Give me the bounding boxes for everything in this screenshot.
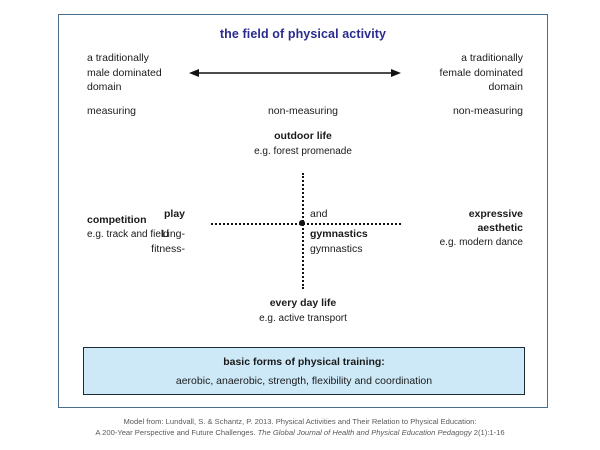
diagram-frame: the field of physical activity a traditi… [58, 14, 548, 408]
quadrant-top-left-label: play [163, 208, 185, 220]
basic-forms-title: basic forms of physical training: [223, 355, 385, 368]
quadrant-bottom-left-line-2: fitness- [151, 243, 185, 255]
outdoor-life-node: outdoor life e.g. forest promenade [59, 129, 547, 159]
citation-line-2: A 200-Year Perspective and Future Challe… [0, 428, 600, 439]
quadrant-bottom-right-line-1: gymnastics [310, 228, 368, 240]
citation-line-1: Model from: Lundvall, S. & Schantz, P. 2… [123, 417, 477, 426]
vertical-dotted-axis [302, 173, 304, 289]
left-domain-line-1: a traditionally [87, 52, 149, 64]
quadrant-bottom-right-label: gymnastics gymnastics [310, 227, 368, 257]
expressive-example: e.g. modern dance [439, 237, 523, 248]
expressive-label-line-2: aesthetic [477, 222, 523, 234]
outdoor-life-example: e.g. forest promenade [254, 146, 352, 157]
basic-forms-box: basic forms of physical training: aerobi… [83, 347, 525, 395]
page-title: the field of physical activity [219, 27, 387, 41]
citation-line-2-prefix: A 200-Year Perspective and Future Challe… [95, 427, 258, 437]
measuring-right-label: non-measuring [452, 105, 523, 117]
competition-label: competition [87, 214, 147, 226]
competition-node: competition e.g. track and field [87, 213, 169, 242]
right-domain-line-3: domain [488, 81, 523, 93]
expressive-label-line-1: expressive [468, 208, 523, 220]
everyday-life-label: every day life [269, 297, 337, 309]
outdoor-life-label: outdoor life [274, 130, 332, 142]
quadrant-bottom-left-label: Ling- fitness- [151, 227, 185, 257]
axis-center-point [299, 220, 305, 226]
right-domain-line-2: female dominated [439, 66, 523, 79]
everyday-life-example: e.g. active transport [259, 313, 347, 324]
right-domain-line-1: a traditionally [461, 52, 523, 64]
left-domain-line-3: domain [87, 81, 122, 93]
right-domain-label: a traditionally female dominated domain [383, 51, 523, 95]
everyday-life-node: every day life e.g. active transport [59, 296, 547, 326]
quadrant-top-right-label: and [310, 208, 328, 220]
measuring-left-label: measuring [87, 105, 137, 117]
horizontal-double-arrow-icon [189, 65, 401, 81]
measuring-center-label: non-measuring [267, 105, 339, 117]
citation-line-2-suffix: 2(1):1-16 [471, 427, 505, 437]
citation-journal-name: The Global Journal of Health and Physica… [257, 427, 472, 437]
quadrant-bottom-right-line-2: gymnastics [310, 243, 363, 255]
competition-example: e.g. track and field [87, 229, 169, 240]
expressive-aesthetic-node: expressive aesthetic e.g. modern dance [440, 207, 523, 250]
basic-forms-body: aerobic, anaerobic, strength, flexibilit… [175, 374, 433, 387]
quadrant-bottom-left-line-1: Ling- [161, 228, 185, 240]
horizontal-dotted-axis [211, 223, 401, 225]
left-domain-label: a traditionally male dominated domain [87, 51, 217, 95]
left-domain-line-2: male dominated [87, 66, 162, 79]
citation: Model from: Lundvall, S. & Schantz, P. 2… [0, 417, 600, 438]
